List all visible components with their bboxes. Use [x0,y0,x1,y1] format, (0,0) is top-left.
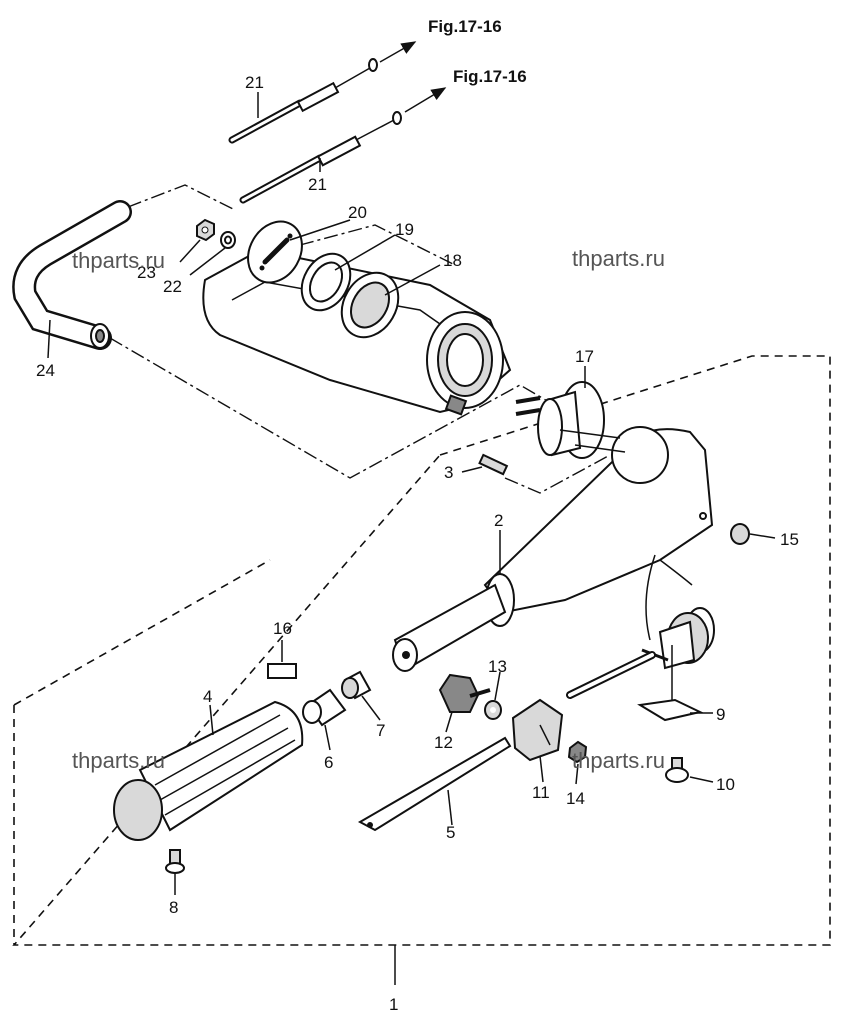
watermark: thparts.ru [572,246,665,271]
decal [267,663,297,679]
plate [247,220,303,284]
callout-8: 8 [169,898,178,917]
callout-9: 9 [716,705,725,724]
stud-bolt [478,453,509,476]
callout-3: 3 [444,463,453,482]
callout-2: 2 [494,511,503,530]
stop-switch [566,554,715,699]
callout-11: 11 [532,783,550,802]
callout-18: 18 [443,251,462,270]
leader-lines [47,92,776,895]
callout-19: 19 [395,220,414,239]
callout-12: 12 [434,733,453,752]
callout-22: 22 [163,277,182,296]
callout-5: 5 [446,823,455,842]
callout-20: 20 [348,203,367,222]
lock-plate [637,698,704,722]
callout-24: 24 [36,361,55,380]
friction-block [511,698,564,762]
callout-6: 6 [324,753,333,772]
watermark: thparts.ru [572,748,665,773]
cap [730,523,750,545]
small-nut [567,740,588,764]
holder [515,381,605,459]
screw-small [665,757,689,783]
callout-21-lower: 21 [308,175,327,194]
callout-10: 10 [716,775,735,794]
callout-23: 23 [137,263,156,282]
callout-14: 14 [566,789,585,808]
throttle-grip [113,700,304,841]
bush [341,670,372,700]
screw-grip [165,849,185,874]
callout-15: 15 [780,530,799,549]
callout-4: 4 [203,687,212,706]
tiller-handle-arm [392,426,714,672]
callout-1: 1 [389,995,398,1014]
routing-line-plate [299,224,456,266]
callout-7: 7 [376,721,385,740]
routing-line-stud [504,454,611,494]
collar [302,688,347,727]
watermark: thparts.ru [72,248,165,273]
callout-21-upper: 21 [245,73,264,92]
assembly-boundary [12,355,831,946]
figure-reference-top: Fig.17-16 [428,17,502,36]
callout-17: 17 [575,347,594,366]
control-cable-upper [228,41,417,144]
friction-knob [438,673,491,713]
callout-13: 13 [488,657,507,676]
control-cable-lower [239,87,447,204]
watermark: thparts.ru [72,748,165,773]
routing-line-cable [127,184,236,211]
callout-16: 16 [273,619,292,638]
figure-reference-second: Fig.17-16 [453,67,527,86]
